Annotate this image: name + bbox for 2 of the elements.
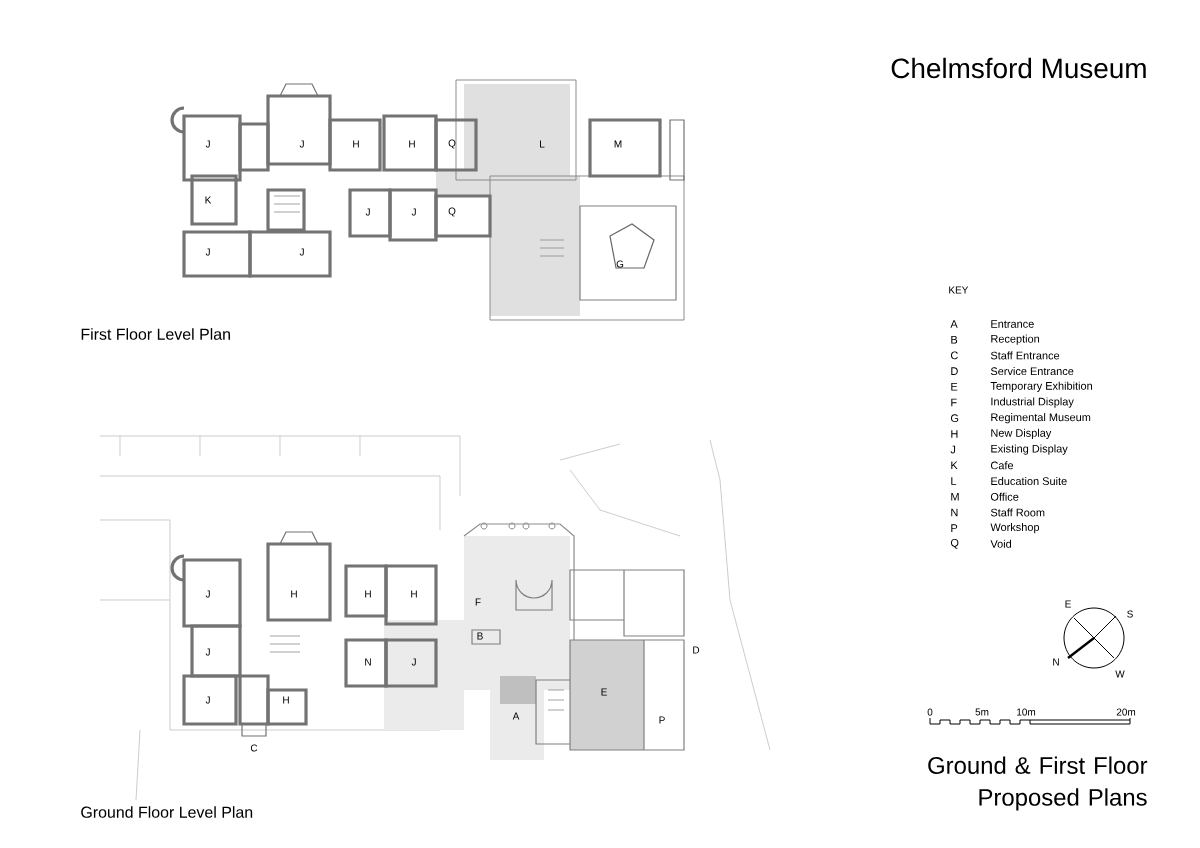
title: Chelmsford Museum [891,57,1146,79]
caption: Ground & First Floor Proposed Plans [928,756,1148,811]
